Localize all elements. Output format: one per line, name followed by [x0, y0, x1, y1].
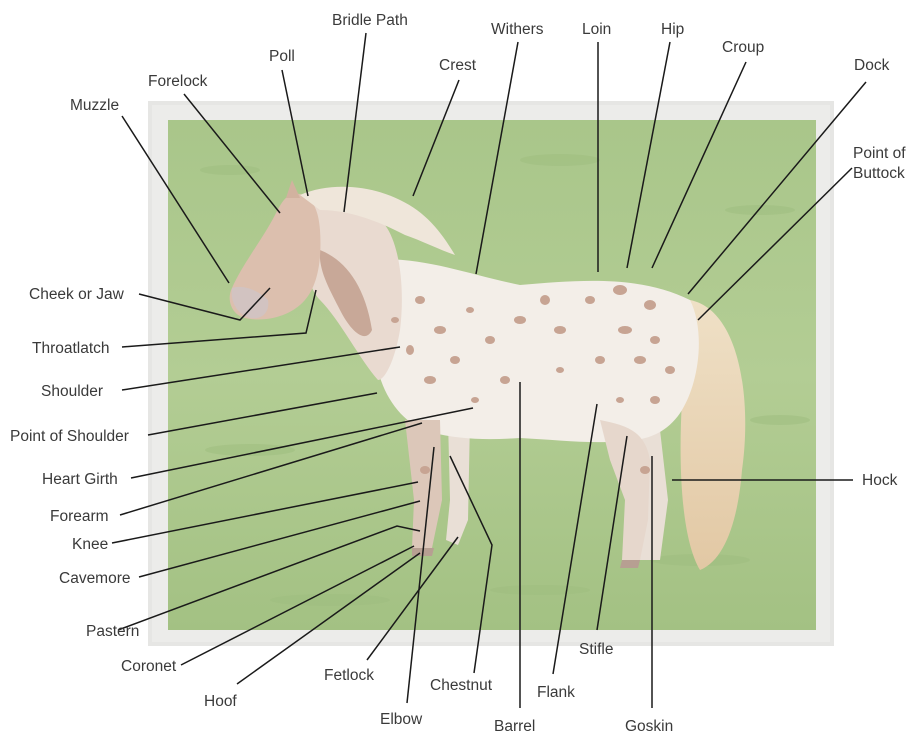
label-elbow: Elbow	[380, 711, 423, 728]
label-throatlatch: Throatlatch	[32, 340, 110, 357]
label-loin: Loin	[582, 21, 611, 38]
label-pastern: Pastern	[86, 623, 139, 640]
label-chestnut: Chestnut	[430, 677, 493, 694]
label-goskin: Goskin	[625, 718, 673, 735]
label-croup: Croup	[722, 39, 764, 56]
label-flank: Flank	[537, 684, 575, 701]
label-cavemore: Cavemore	[59, 570, 131, 587]
label-hock: Hock	[862, 472, 898, 489]
label-withers: Withers	[491, 21, 544, 38]
label-knee: Knee	[72, 536, 108, 553]
label-fetlock: Fetlock	[324, 667, 374, 684]
label-heart-girth: Heart Girth	[42, 471, 118, 488]
label-hoof: Hoof	[204, 693, 237, 710]
label-poll: Poll	[269, 48, 295, 65]
label-point-of-buttock-line1: Point of	[853, 145, 906, 162]
horse-body	[369, 259, 699, 442]
label-stifle: Stifle	[579, 641, 613, 658]
label-point-of-shoulder: Point of Shoulder	[10, 428, 129, 445]
label-point-of-buttock-line2: Buttock	[853, 165, 905, 182]
label-shoulder: Shoulder	[41, 383, 103, 400]
label-hip: Hip	[661, 21, 684, 38]
label-coronet: Coronet	[121, 658, 177, 675]
label-forearm: Forearm	[50, 508, 109, 525]
label-muzzle: Muzzle	[70, 97, 119, 114]
pony-photo	[168, 120, 816, 630]
label-cheek-or-jaw: Cheek or Jaw	[29, 286, 125, 303]
label-barrel: Barrel	[494, 718, 535, 735]
label-crest: Crest	[439, 57, 477, 74]
label-forelock: Forelock	[148, 73, 208, 90]
label-dock: Dock	[854, 57, 890, 74]
label-bridle-path: Bridle Path	[332, 12, 408, 29]
